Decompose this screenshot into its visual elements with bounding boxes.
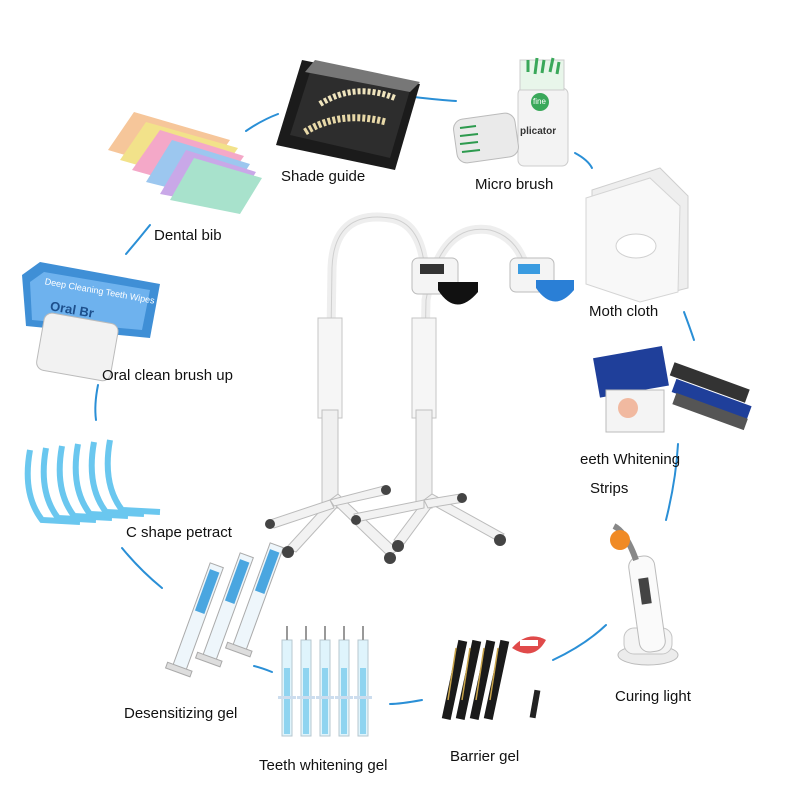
label-c-shape: C shape petract [126,524,232,541]
label-micro-brush: Micro brush [475,176,554,193]
label-oral-clean: Oral clean brush up [102,367,233,384]
micro-brush-text: plicator [520,126,557,137]
dental-bib-image [108,112,262,214]
label-dental-bib: Dental bib [154,227,222,244]
curing-light-image [610,523,679,666]
desensitizing-gel-image [164,542,284,678]
barrier-gel-image [441,636,546,720]
connector-lines [94,96,695,705]
label-strips-line2: Strips [590,480,629,497]
shade-guide-image [276,60,420,170]
label-whitening-gel: Teeth whitening gel [259,757,388,774]
label-curing-light: Curing light [615,688,691,705]
whitening-gel-image [278,625,373,737]
strips-image [593,346,752,433]
label-moth-cloth: Moth cloth [589,303,659,320]
oral-clean-image [22,262,160,382]
label-barrier-gel: Barrier gel [450,748,520,765]
micro-brush-image [453,57,569,167]
label-strips-line1: eeth Whitening [580,451,681,468]
moth-cloth-image [585,167,689,303]
label-shade-guide: Shade guide [281,168,366,185]
label-desensitizing: Desensitizing gel [124,705,238,722]
c-shape-retractor-image [24,439,161,525]
whitening-lamp-image [265,212,574,564]
micro-brush-fine-label: fine [533,97,546,106]
